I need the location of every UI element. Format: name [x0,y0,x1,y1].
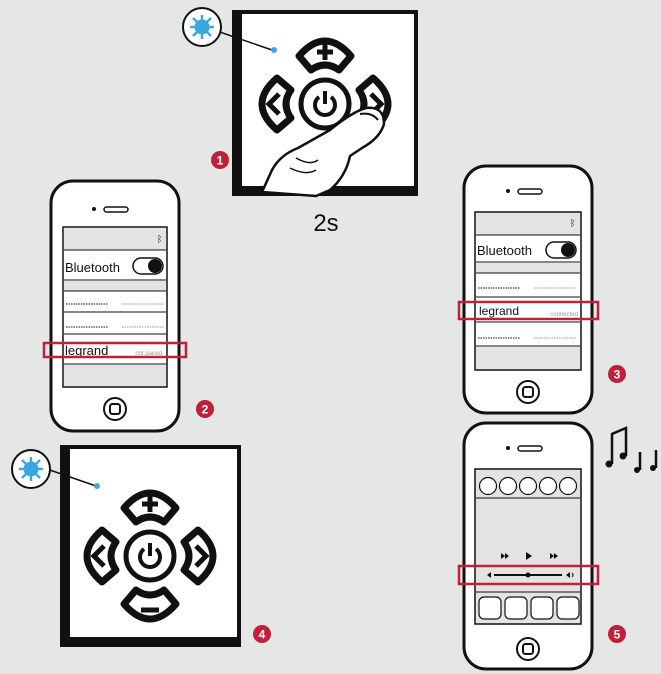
left-button [83,526,120,586]
step-badge [196,400,214,418]
step1-keypad-panel: 1 2s [182,7,418,237]
step-badge [608,625,626,643]
bluetooth-toggle [132,257,164,275]
rewind-icon [501,553,505,559]
home-button-icon [516,380,540,404]
led-dot [271,47,277,53]
hold-time-label: 2s [313,210,338,237]
home-button-icon [103,397,127,421]
step-number: 4 [259,628,266,642]
chevron-left-icon [90,544,106,568]
step-number: 1 [217,154,224,168]
device-name: legrand [65,343,108,358]
chevron-right-icon [194,544,210,568]
play-icon [526,552,532,560]
power-icon [138,543,162,569]
bluetooth-label: Bluetooth [477,243,532,258]
bluetooth-label: Bluetooth [65,260,120,275]
bluetooth-toggle [545,241,577,259]
step-badge [211,151,229,169]
device-status: not paired [135,351,162,357]
step5-phone: 5 [457,421,658,671]
step-number: 5 [614,628,621,642]
minus-button [120,586,180,623]
right-button [180,526,217,586]
finger [260,106,386,198]
control-center-circle-row [478,476,578,496]
device-status: connected [550,312,578,318]
speaker [103,206,129,213]
left-button [258,74,295,134]
step-badge [608,365,626,383]
dpad [258,37,392,134]
control-center-square-row [478,596,580,620]
chevron-left-icon [265,92,281,116]
power-icon [313,91,337,117]
phone-screen [62,226,168,388]
dpad [83,489,217,623]
plus-icon [317,44,333,60]
led-steady-icon [17,455,45,483]
volume-slider [487,572,574,578]
step2-phone: ᛒ Bluetooth legrand not paired 2 [42,179,214,433]
highlight-box [457,564,600,586]
speaker [517,188,543,195]
led-blinking-icon [188,13,216,41]
music-notes-icon [605,426,658,473]
step-number: 2 [202,403,209,417]
speaker [517,445,543,452]
highlight-box [42,341,188,359]
bluetooth-icon: ᛒ [157,234,162,244]
led-dot [94,483,100,489]
step3-phone: ᛒ Bluetooth legrand connected 3 [457,164,626,415]
plus-icon [142,496,158,512]
step-badge [253,625,271,643]
device-name: legrand [479,304,519,318]
home-button-icon [516,637,540,661]
step-number: 3 [614,368,621,382]
bluetooth-icon: ᛒ [570,218,575,228]
phone-screen [474,211,582,371]
highlight-box [457,300,600,321]
step4-keypad-panel: 4 [11,445,271,647]
media-controls [501,552,558,560]
fast-forward-icon [550,553,554,559]
